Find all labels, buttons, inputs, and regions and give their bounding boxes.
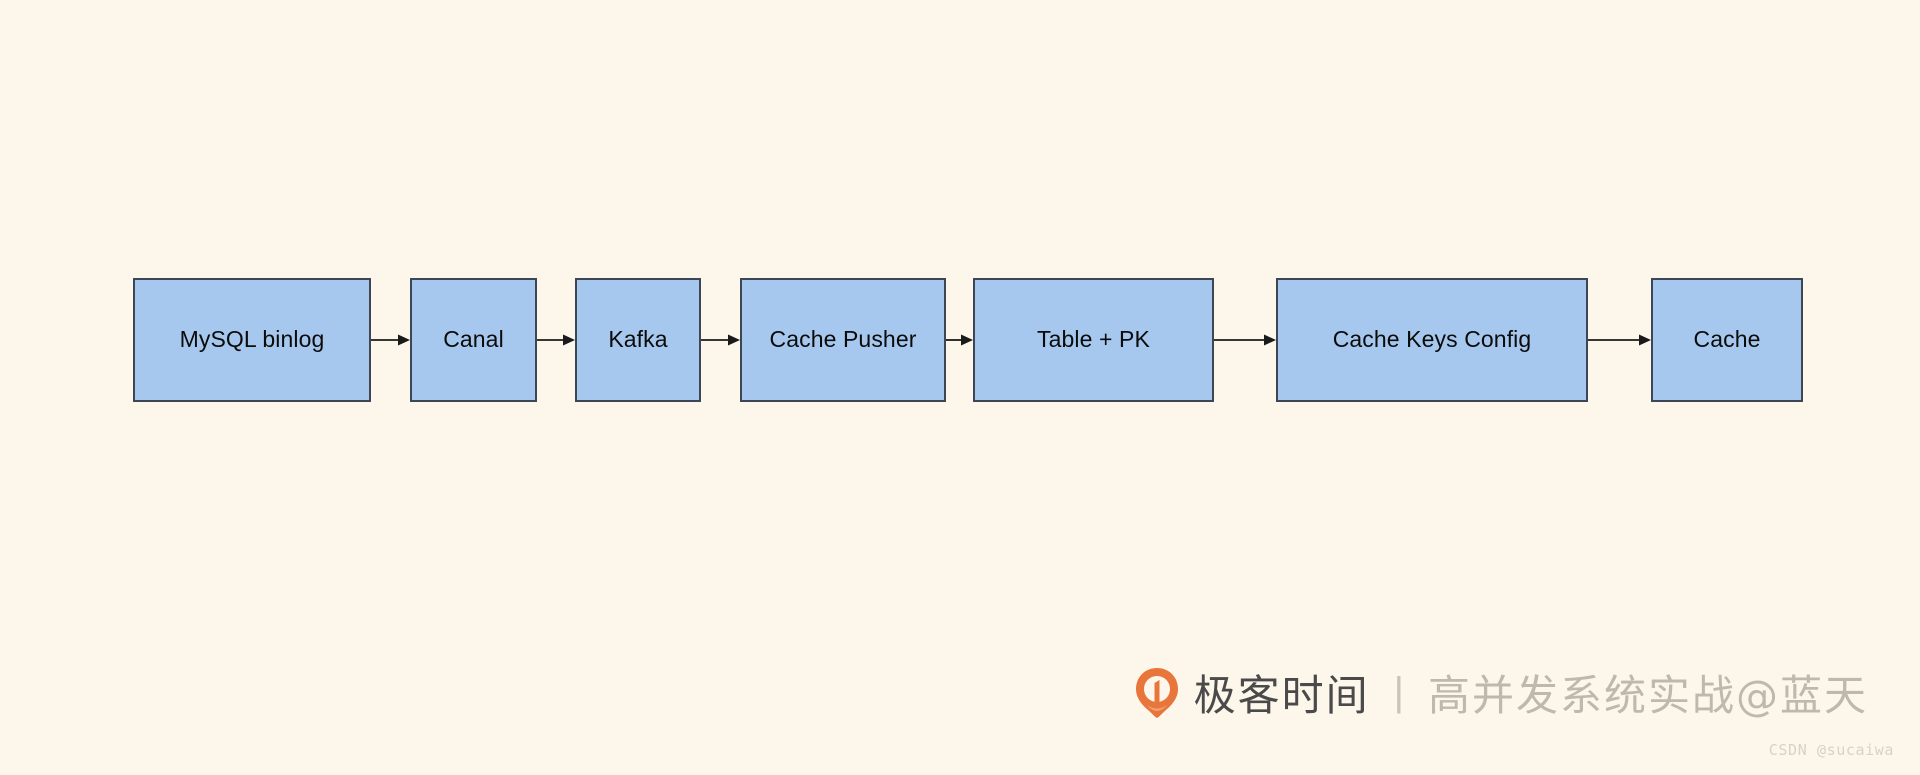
flow-arrow-kafka-to-cache-pusher — [701, 334, 740, 346]
flow-node-label: Table + PK — [1037, 326, 1150, 353]
flow-arrow-cache-pusher-to-table-pk — [946, 334, 973, 346]
flow-node-kafka[interactable]: Kafka — [575, 278, 701, 402]
flow-node-cache-pusher[interactable]: Cache Pusher — [740, 278, 946, 402]
flow-arrow-table-pk-to-cache-keys-config — [1214, 334, 1276, 346]
flow-node-label: MySQL binlog — [179, 326, 325, 353]
watermark-brand: 极客时间 — [1193, 671, 1370, 720]
flow-node-mysql-binlog[interactable]: MySQL binlog — [133, 278, 371, 402]
watermark: 极客时间 | 高并发系统实战@蓝天 — [1134, 662, 1868, 723]
flow-node-label: Kafka — [608, 326, 668, 353]
csdn-credit: CSDN @sucaiwa — [1768, 741, 1894, 759]
flow-arrow-mysql-binlog-to-canal — [371, 334, 410, 346]
geektime-logo-icon — [1135, 667, 1178, 718]
flow-arrow-cache-keys-config-to-cache — [1588, 334, 1651, 346]
flow-node-canal[interactable]: Canal — [410, 278, 537, 402]
flow-node-label: Cache — [1693, 326, 1761, 353]
flow-node-label: Canal — [443, 326, 504, 353]
flow-node-label: Cache Keys Config — [1332, 326, 1532, 353]
flow-node-cache[interactable]: Cache — [1651, 278, 1803, 402]
flow-arrow-canal-to-kafka — [537, 334, 575, 346]
flow-node-label: Cache Pusher — [769, 326, 917, 353]
flow-node-cache-keys-config[interactable]: Cache Keys Config — [1276, 278, 1588, 402]
watermark-divider: | — [1393, 670, 1404, 714]
watermark-subtitle: 高并发系统实战@蓝天 — [1427, 671, 1868, 720]
flow-node-table-pk[interactable]: Table + PK — [973, 278, 1214, 402]
